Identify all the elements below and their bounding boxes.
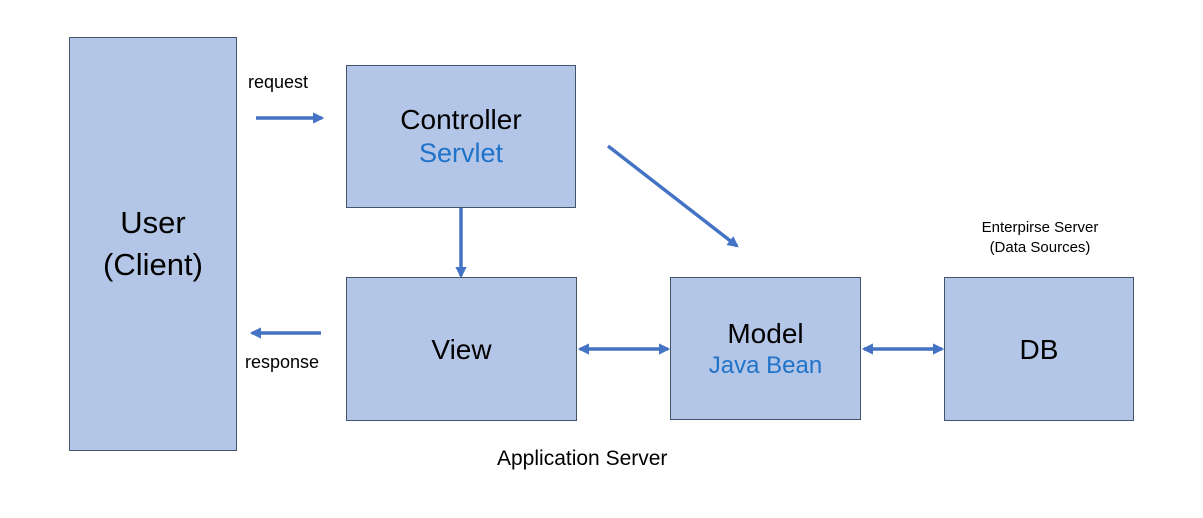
- view-title: View: [431, 333, 492, 365]
- java-bean-subtitle: Java Bean: [708, 352, 823, 379]
- enterprise-server-line2: (Data Sources): [989, 239, 1091, 257]
- request-label: request: [248, 72, 309, 92]
- client-title: (Client): [103, 247, 203, 282]
- db-title: DB: [1019, 333, 1059, 365]
- user-title: User: [120, 205, 186, 241]
- controller-box: Controller Servlet: [346, 65, 576, 208]
- controller-title: Controller: [400, 104, 522, 136]
- db-box: DB: [944, 277, 1134, 421]
- controller-to-model-arrow: [606, 144, 739, 248]
- servlet-subtitle: Servlet: [418, 138, 504, 169]
- user-client-box: User (Client): [69, 37, 237, 451]
- enterprise-server-line1: Enterpirse Server: [981, 219, 1099, 236]
- model-box: Model Java Bean: [670, 277, 861, 420]
- application-server-label: Application Server: [497, 447, 668, 470]
- response-label: response: [245, 352, 320, 372]
- enterprise-server-label: Enterpirse Server (Data Sources): [955, 218, 1125, 259]
- model-title: Model: [727, 318, 804, 349]
- view-box: View: [346, 277, 577, 421]
